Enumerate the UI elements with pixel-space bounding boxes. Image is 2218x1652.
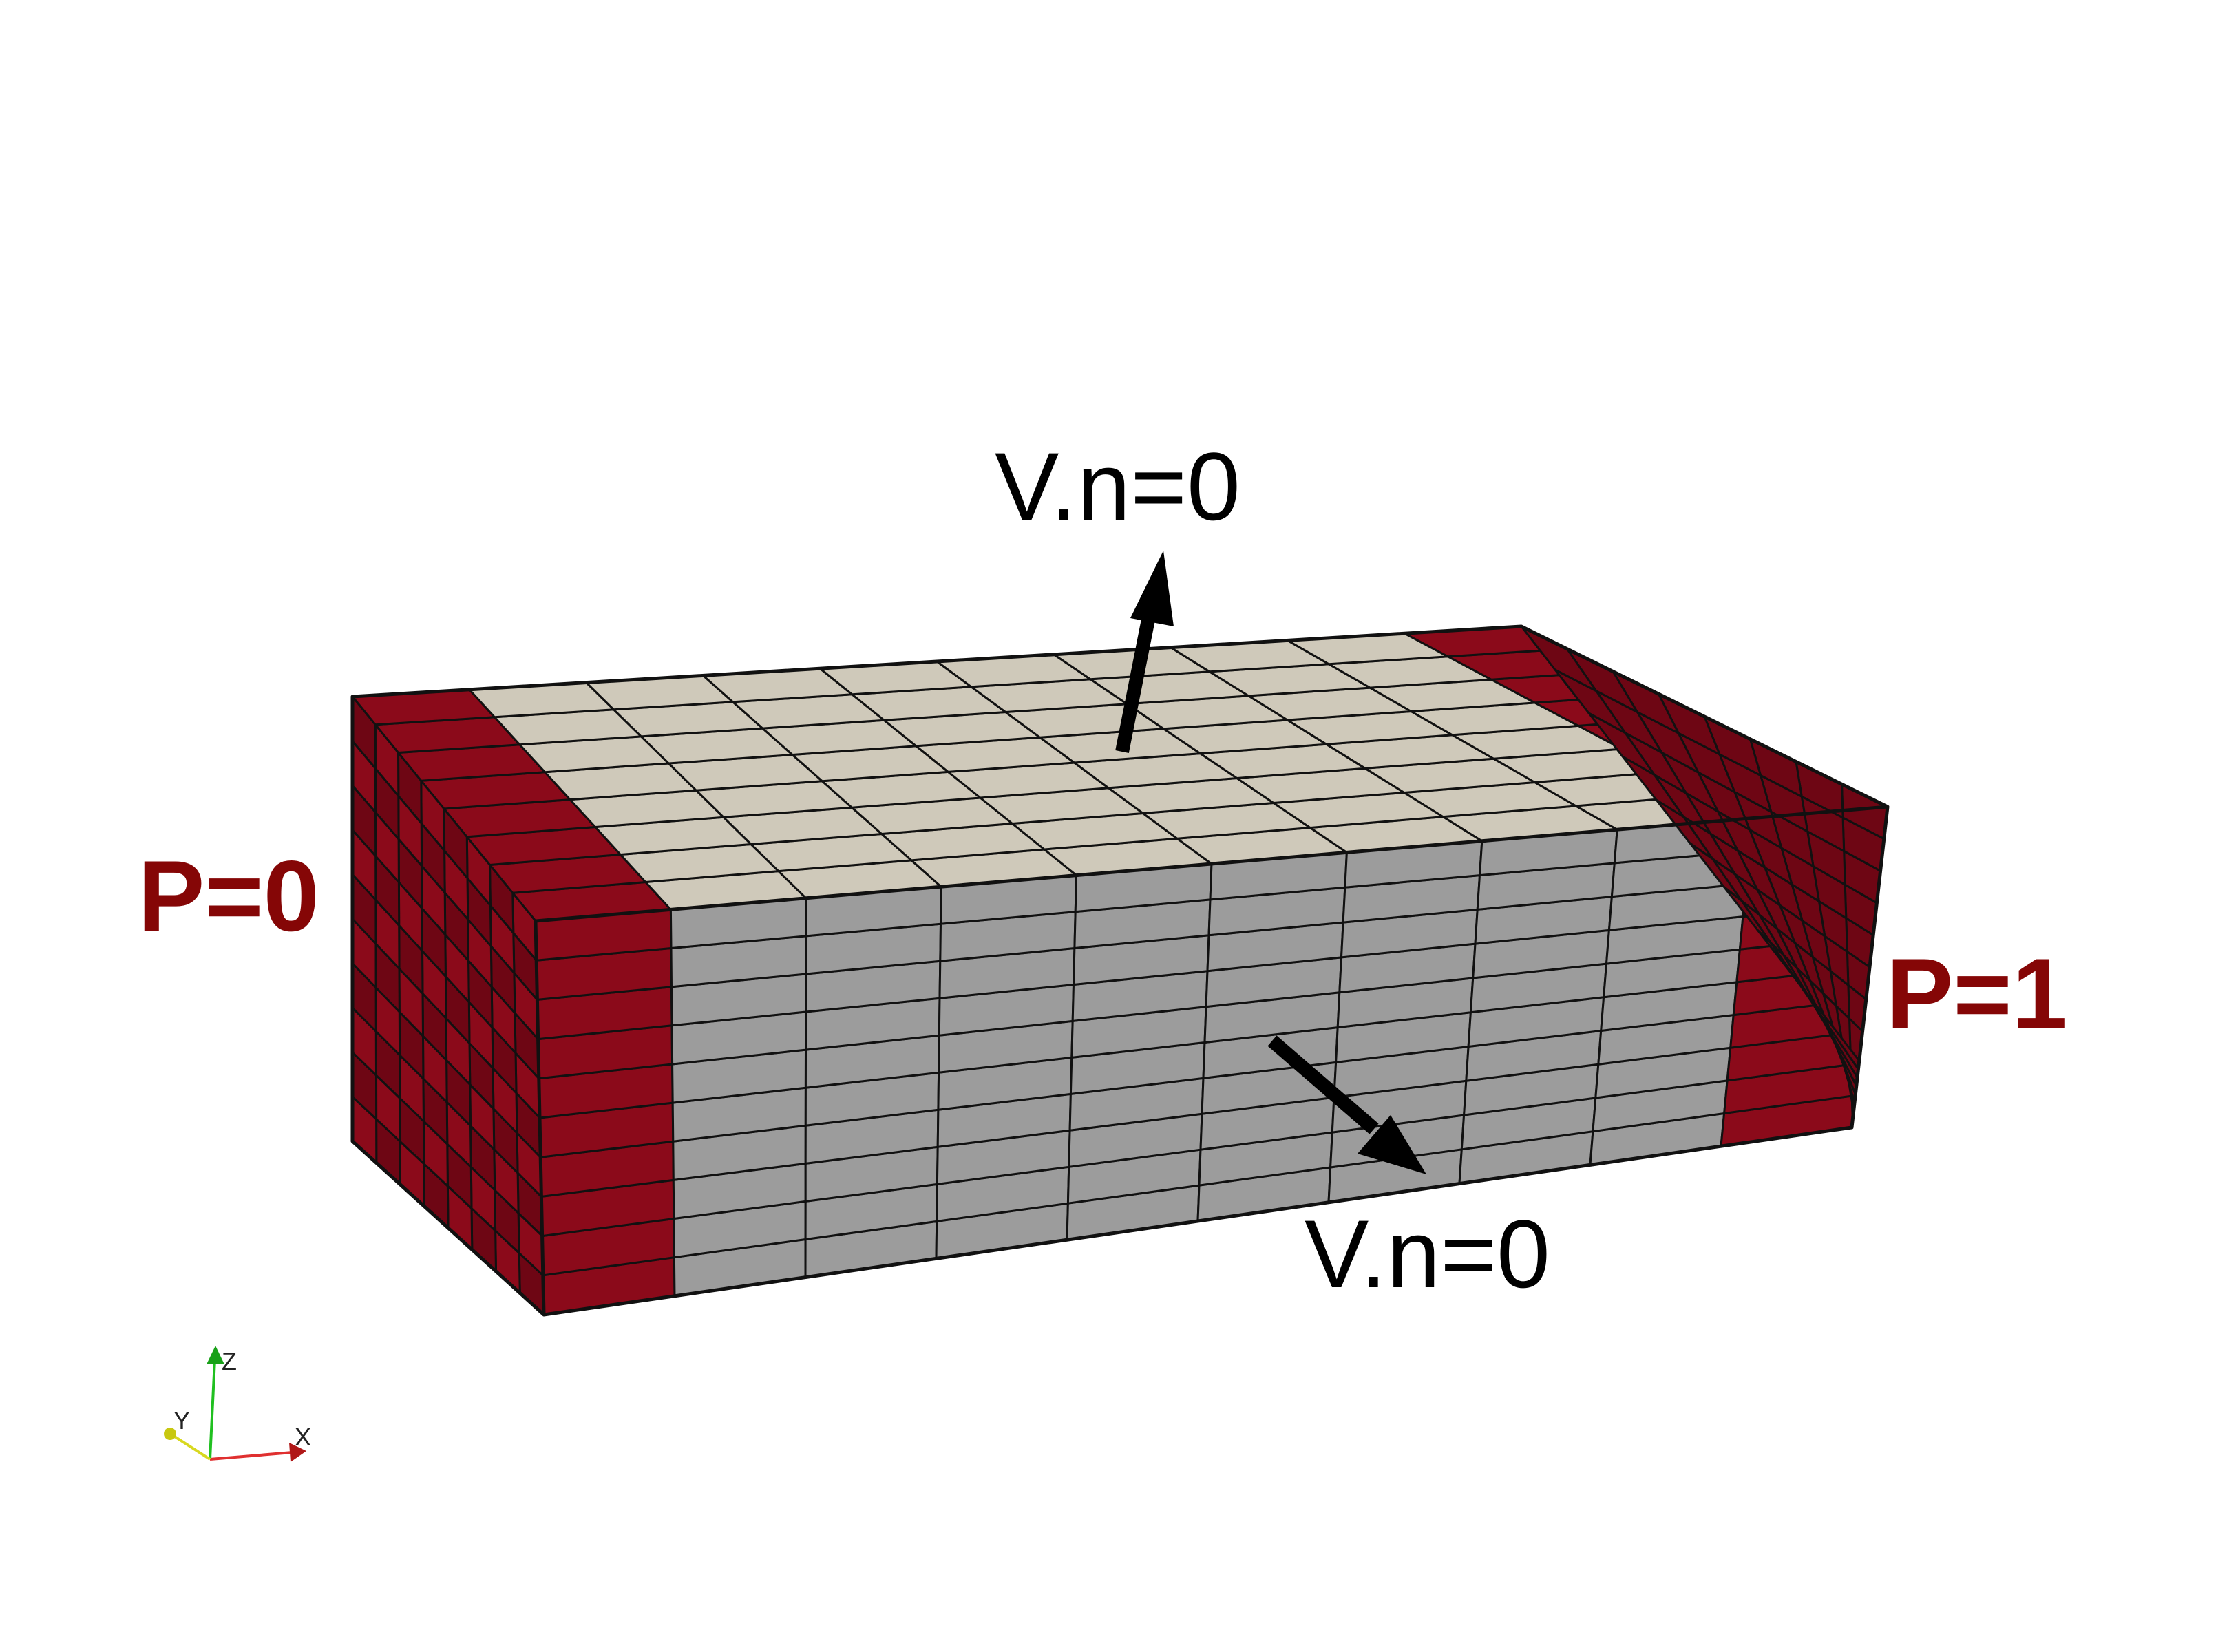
front-normal-label: V.n=0 [1305, 1200, 1550, 1308]
mesh-grid-lines [534, 805, 1888, 1315]
y-axis-arrowhead [164, 1428, 176, 1440]
front-normal-arrow [1267, 1035, 1426, 1174]
x-axis-arrowhead [289, 1443, 306, 1462]
z-axis-arrowhead [207, 1346, 224, 1364]
right-pressure-label: P=1 [1886, 938, 2068, 1050]
x-axis-line [209, 1451, 293, 1461]
y-axis-label: Y [173, 1406, 190, 1434]
z-axis-line [209, 1359, 216, 1460]
axes-triad: X Y Z [164, 1346, 311, 1462]
box-outline [350, 624, 1890, 1317]
top-normal-arrow [1115, 551, 1174, 753]
front-top-edge [534, 805, 1888, 1315]
z-axis-label: Z [222, 1347, 237, 1375]
top-normal-label: V.n=0 [995, 432, 1240, 540]
x-axis-label: X [295, 1423, 311, 1451]
left-pressure-label: P=0 [138, 840, 319, 952]
y-axis-line [172, 1434, 211, 1461]
